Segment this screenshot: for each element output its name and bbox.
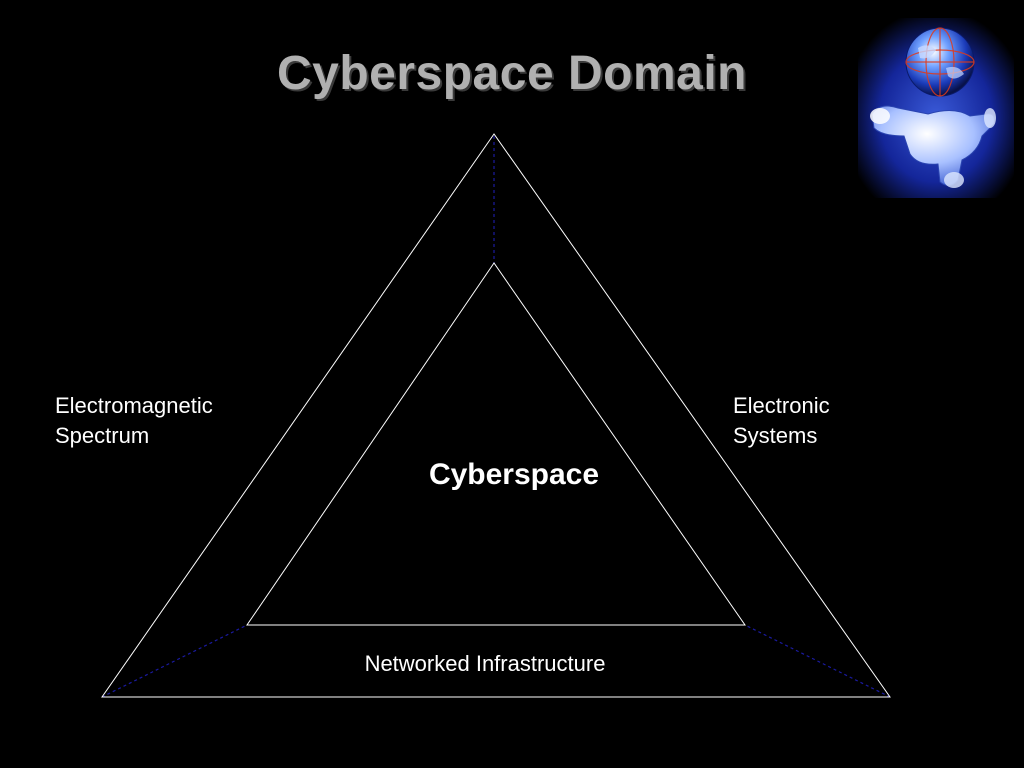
- right-label-line-2: Systems: [733, 423, 818, 448]
- connector-left: [101, 624, 248, 698]
- cyberspace-label: Cyberspace: [428, 458, 600, 491]
- left-label-line-2: Spectrum: [55, 423, 150, 448]
- right-label-line-1: Electronic: [733, 393, 830, 418]
- globe-robot-icon: [858, 18, 1014, 198]
- outer-triangle: [101, 133, 891, 698]
- left-label-line-1: Electromagnetic: [55, 393, 213, 418]
- slide-title: Cyberspace Domain: [276, 47, 747, 100]
- networked-infrastructure-label: Networked Infrastructure: [364, 651, 606, 676]
- connector-right: [744, 624, 891, 698]
- electromagnetic-spectrum-label: Electromagnetic Spectrum: [55, 391, 213, 451]
- inner-triangle: [246, 262, 746, 626]
- electronic-systems-label: Electronic Systems: [733, 391, 830, 451]
